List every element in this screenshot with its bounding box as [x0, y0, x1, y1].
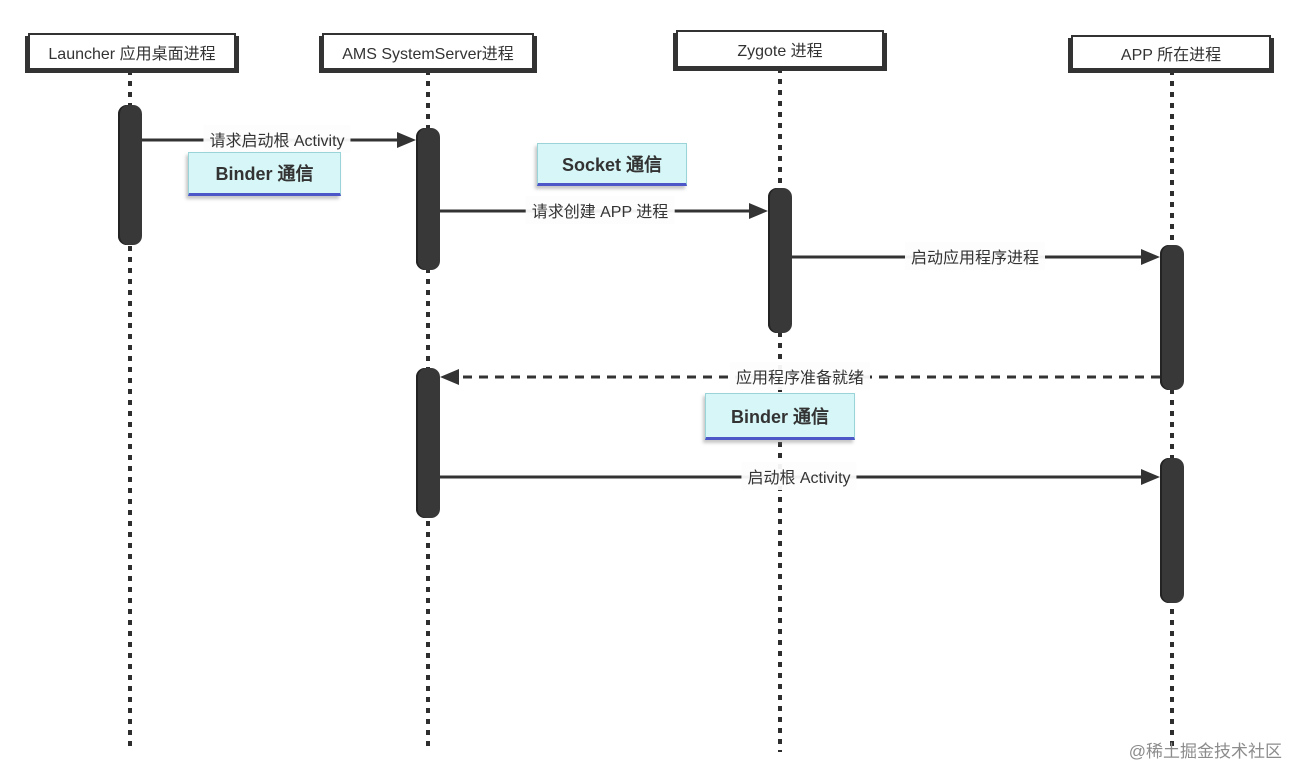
- arrowhead-icon: [440, 369, 459, 385]
- watermark: @稀土掘金技术社区: [1128, 742, 1282, 761]
- activation-bar-ams-1: [416, 128, 440, 270]
- message-label-4: 应用程序准备就绪: [729, 362, 871, 390]
- note-binder-communication-1: Binder 通信: [188, 152, 341, 196]
- note-socket-communication: Socket 通信: [537, 143, 687, 186]
- note-binder-communication-2: Binder 通信: [705, 393, 855, 440]
- arrowhead-icon: [749, 203, 768, 219]
- activation-bar-launcher: [118, 105, 142, 245]
- activation-bar-app-2: [1160, 458, 1184, 603]
- participant-ams: AMS SystemServer进程: [322, 33, 534, 70]
- message-label-5: 启动根 Activity: [741, 462, 857, 490]
- participant-launcher-label: Launcher 应用桌面进程: [48, 45, 216, 63]
- arrowhead-icon: [397, 132, 416, 148]
- message-label-3: 启动应用程序进程: [904, 242, 1046, 270]
- arrowhead-icon: [1141, 249, 1160, 265]
- message-label-1: 请求启动根 Activity: [203, 125, 351, 153]
- note-socket-label: Socket 通信: [561, 154, 663, 175]
- note-binder-2-label: Binder 通信: [730, 406, 829, 427]
- participant-zygote-label: Zygote 进程: [737, 43, 823, 60]
- participant-app: APP 所在进程: [1071, 35, 1271, 70]
- arrowhead-icon: [1141, 469, 1160, 485]
- note-binder-1-label: Binder 通信: [215, 164, 314, 184]
- participant-app-label: APP 所在进程: [1120, 46, 1222, 64]
- message-label-2: 请求创建 APP 进程: [525, 196, 675, 224]
- activation-bar-app-1: [1160, 245, 1184, 390]
- participant-ams-label: AMS SystemServer进程: [342, 45, 514, 63]
- participant-launcher: Launcher 应用桌面进程: [28, 33, 236, 70]
- activation-bar-zygote: [768, 188, 792, 333]
- participant-zygote: Zygote 进程: [676, 30, 884, 68]
- activation-bar-ams-2: [416, 368, 440, 518]
